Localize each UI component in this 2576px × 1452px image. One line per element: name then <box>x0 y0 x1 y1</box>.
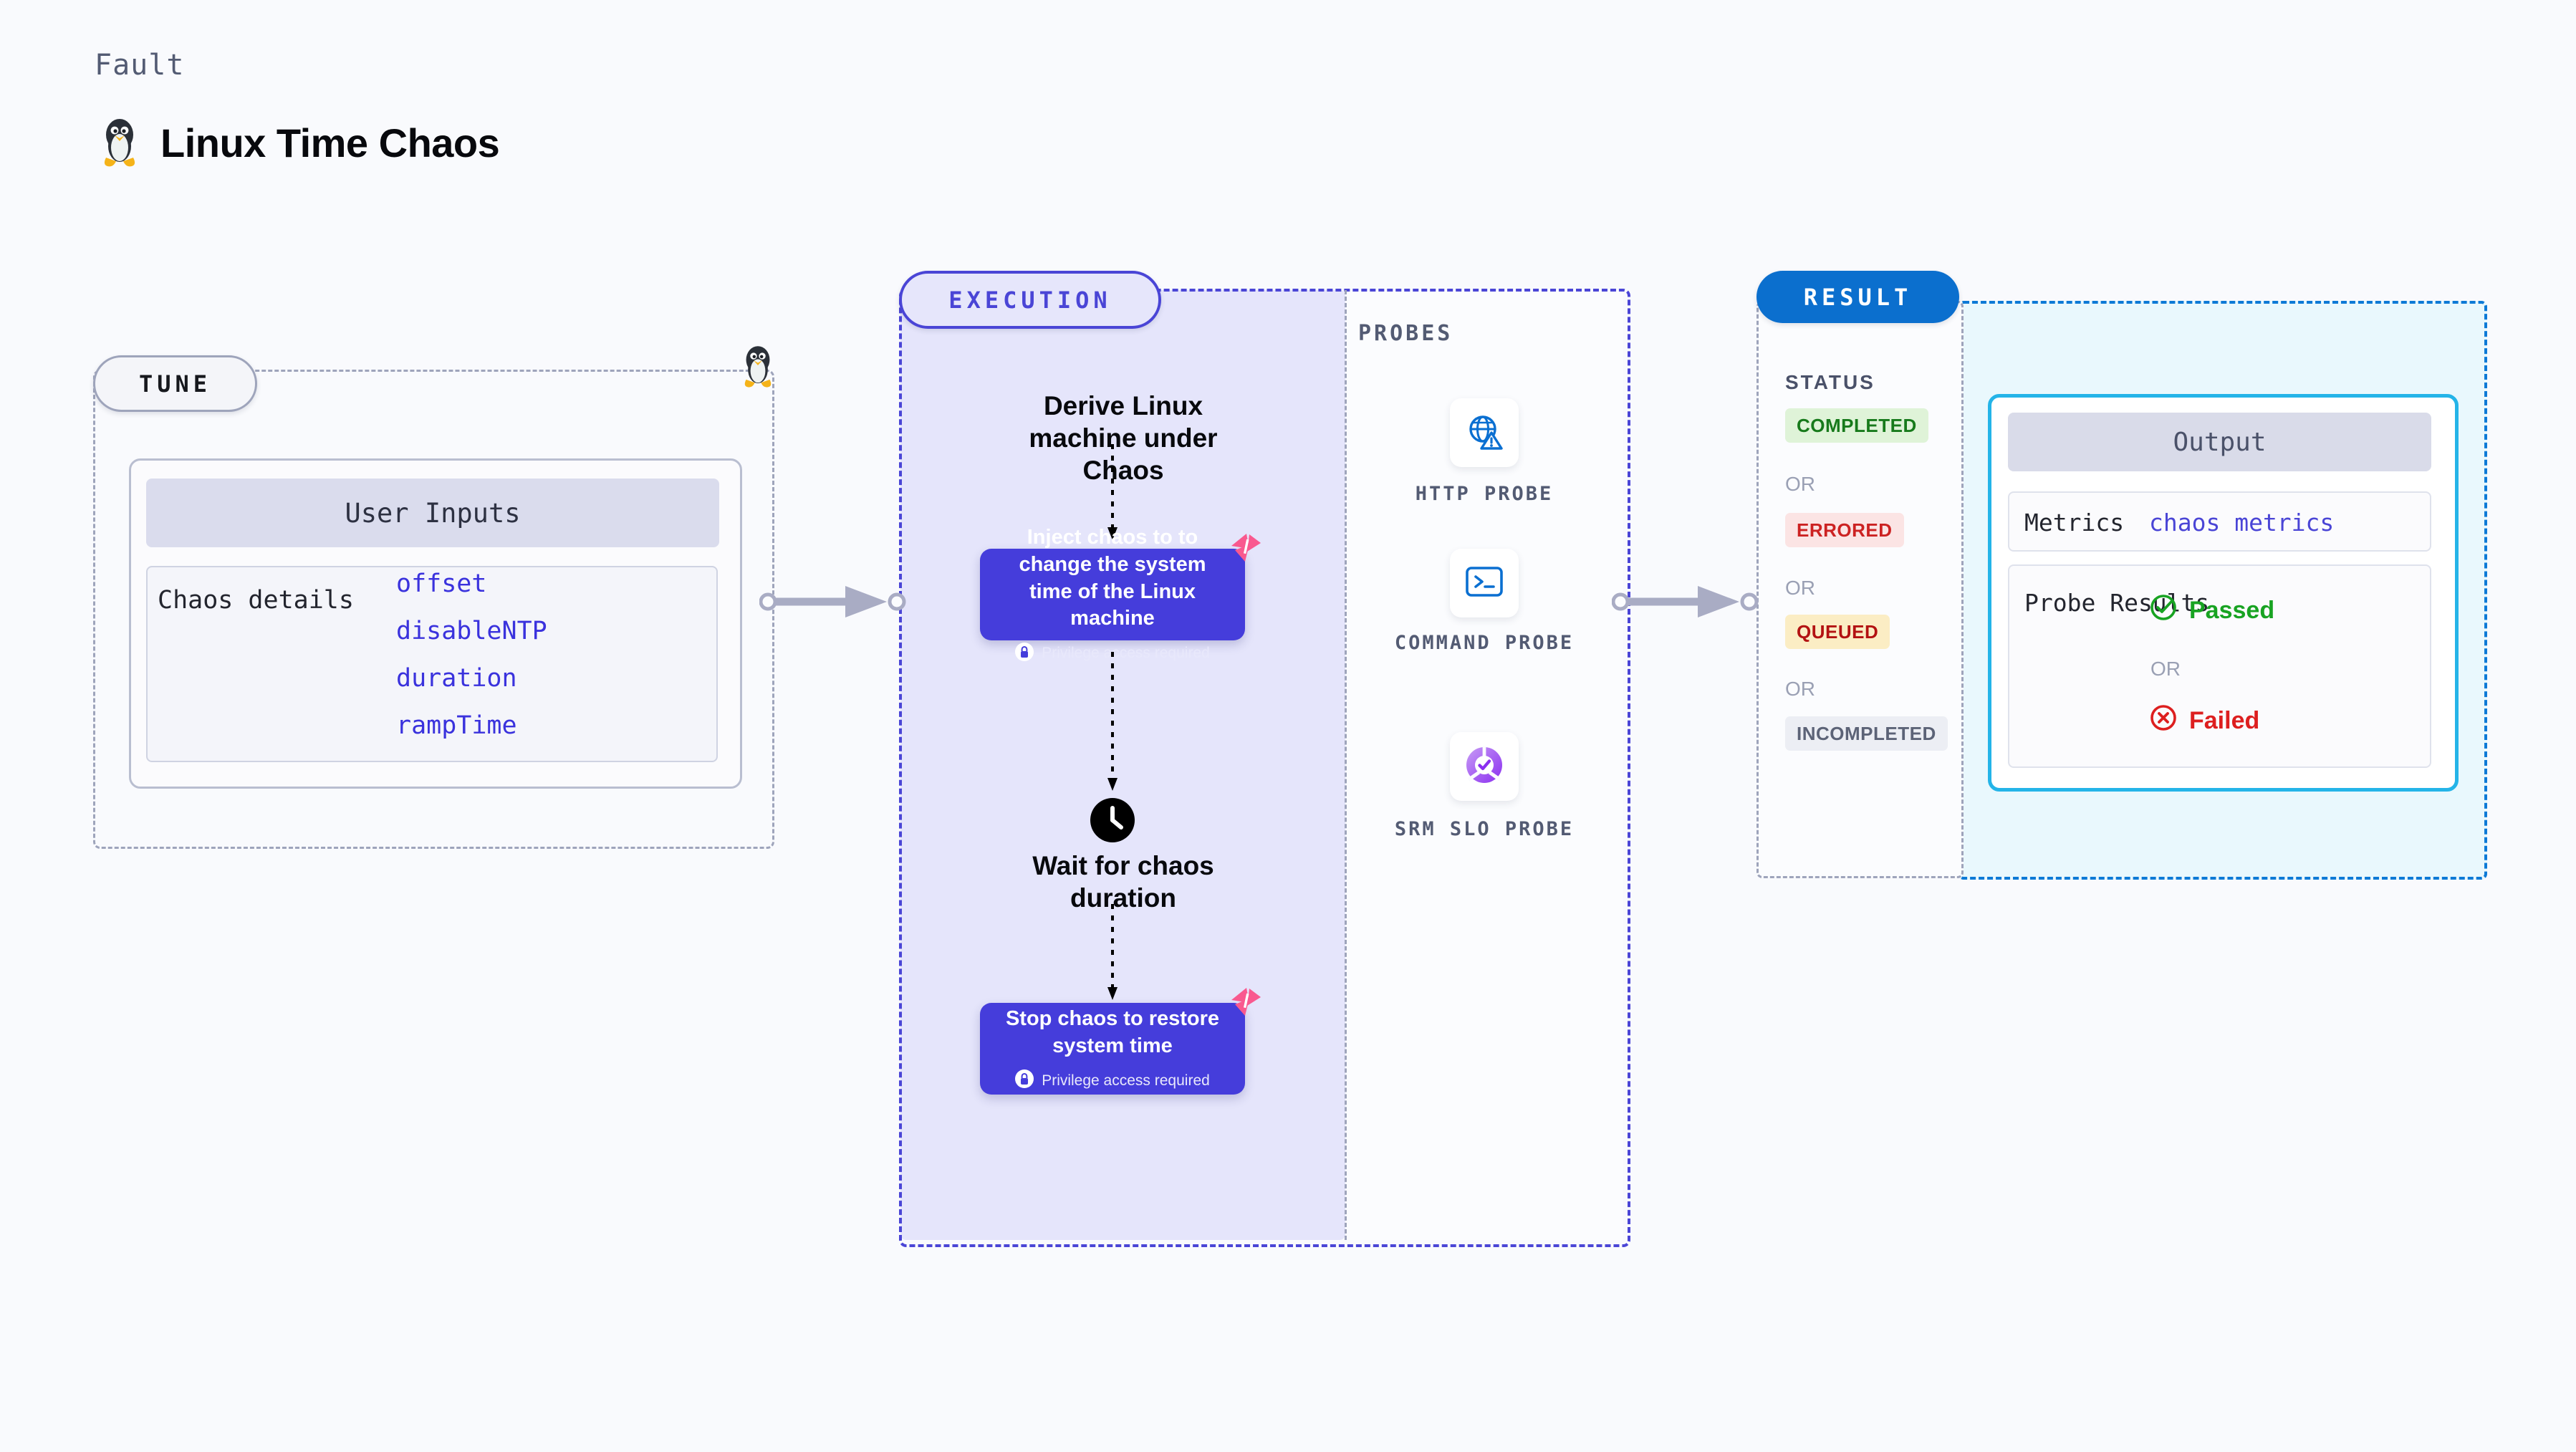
probe-results-row <box>2008 564 2431 768</box>
probe-tile-srm-slo[interactable] <box>1450 732 1519 801</box>
arrow-inject-to-wait <box>1107 652 1118 791</box>
status-badge-completed: COMPLETED <box>1785 408 1928 443</box>
check-circle-icon <box>2149 593 2178 628</box>
lock-icon <box>1015 1069 1034 1092</box>
chaos-card-stop-text: Stop chaos to restore system time <box>1005 1006 1220 1057</box>
fault-title-row: Linux Time Chaos <box>97 115 500 171</box>
metrics-label: Metrics <box>2024 509 2125 537</box>
privilege-note-inject: Privilege access required <box>1015 642 1210 665</box>
status-badge-errored: ERRORED <box>1785 513 1904 547</box>
execution-step-wait: Wait for chaos duration <box>1032 851 1214 913</box>
verdict-passed-label: Passed <box>2189 597 2275 624</box>
privilege-note-inject-text: Privilege access required <box>1042 645 1210 662</box>
chaos-card-stop[interactable]: Stop chaos to restore system time Privil… <box>980 988 1261 1095</box>
result-pill[interactable]: RESULT <box>1756 271 1959 323</box>
clock-icon <box>1090 798 1135 846</box>
verdict-or: OR <box>2150 658 2181 680</box>
chaos-flag-icon <box>1228 986 1264 1024</box>
chaos-details-box <box>146 566 718 762</box>
chaos-param-duration[interactable]: duration <box>396 664 517 693</box>
chaos-parameter-list: offset disableNTP duration rampTime <box>396 569 547 740</box>
privilege-note-stop-text: Privilege access required <box>1042 1072 1210 1089</box>
lock-icon <box>1015 642 1034 665</box>
page-title: Linux Time Chaos <box>160 120 500 165</box>
x-circle-icon <box>2149 703 2178 739</box>
chaos-param-ramptime[interactable]: rampTime <box>396 711 517 740</box>
execution-pill[interactable]: EXECUTION <box>899 271 1161 329</box>
status-label: STATUS <box>1785 371 1875 393</box>
user-inputs-title: User Inputs <box>146 479 719 547</box>
probe-label-command: COMMAND PROBE <box>1394 632 1575 654</box>
probe-tile-http[interactable] <box>1450 398 1519 467</box>
tune-panel <box>93 370 774 849</box>
execution-step-derive: Derive Linux machine under Chaos <box>1029 391 1218 486</box>
status-badge-queued: QUEUED <box>1785 615 1890 649</box>
chaos-param-disablentp[interactable]: disableNTP <box>396 617 547 645</box>
terminal-icon <box>1464 564 1504 603</box>
probe-results-label: Probe Results <box>2024 589 2210 617</box>
status-badge-incompleted: INCOMPLETED <box>1785 716 1948 751</box>
execution-panel <box>899 289 1630 1247</box>
metrics-row <box>2008 491 2431 552</box>
slo-donut-check-icon <box>1464 744 1505 789</box>
chaos-param-offset[interactable]: offset <box>396 569 487 598</box>
verdict-passed: Passed <box>2149 593 2274 628</box>
globe-warning-icon <box>1464 411 1504 455</box>
verdict-failed-label: Failed <box>2189 707 2260 734</box>
connector-execution-to-result <box>1612 586 1759 617</box>
status-or-2: OR <box>1785 577 1815 599</box>
probe-label-http: HTTP PROBE <box>1415 483 1554 505</box>
tune-pill[interactable]: TUNE <box>93 355 257 412</box>
verdict-failed: Failed <box>2149 703 2259 739</box>
privilege-note-stop: Privilege access required <box>1015 1069 1210 1092</box>
probes-section-label: PROBES <box>1358 321 1453 346</box>
status-or-1: OR <box>1785 473 1815 495</box>
output-title: Output <box>2008 413 2431 471</box>
chaos-flag-icon <box>1228 532 1264 569</box>
probe-tile-command[interactable] <box>1450 549 1519 617</box>
probe-label-srm-slo: SRM SLO PROBE <box>1394 818 1575 840</box>
probes-divider <box>1345 290 1347 1240</box>
chaos-card-inject-text: Inject chaos to to change the system tim… <box>1019 526 1206 630</box>
chaos-card-inject[interactable]: Inject chaos to to change the system tim… <box>980 526 1261 661</box>
chaos-details-label: Chaos details <box>158 586 354 615</box>
tux-penguin-icon <box>738 342 778 392</box>
arrow-wait-to-stop <box>1107 904 1118 1000</box>
metrics-value[interactable]: chaos metrics <box>2149 509 2335 537</box>
tux-penguin-icon <box>97 115 142 171</box>
status-or-3: OR <box>1785 678 1815 700</box>
connector-tune-to-execution <box>759 586 906 617</box>
fault-kicker: Fault <box>95 49 185 82</box>
arrow-derive-to-inject <box>1107 444 1118 540</box>
